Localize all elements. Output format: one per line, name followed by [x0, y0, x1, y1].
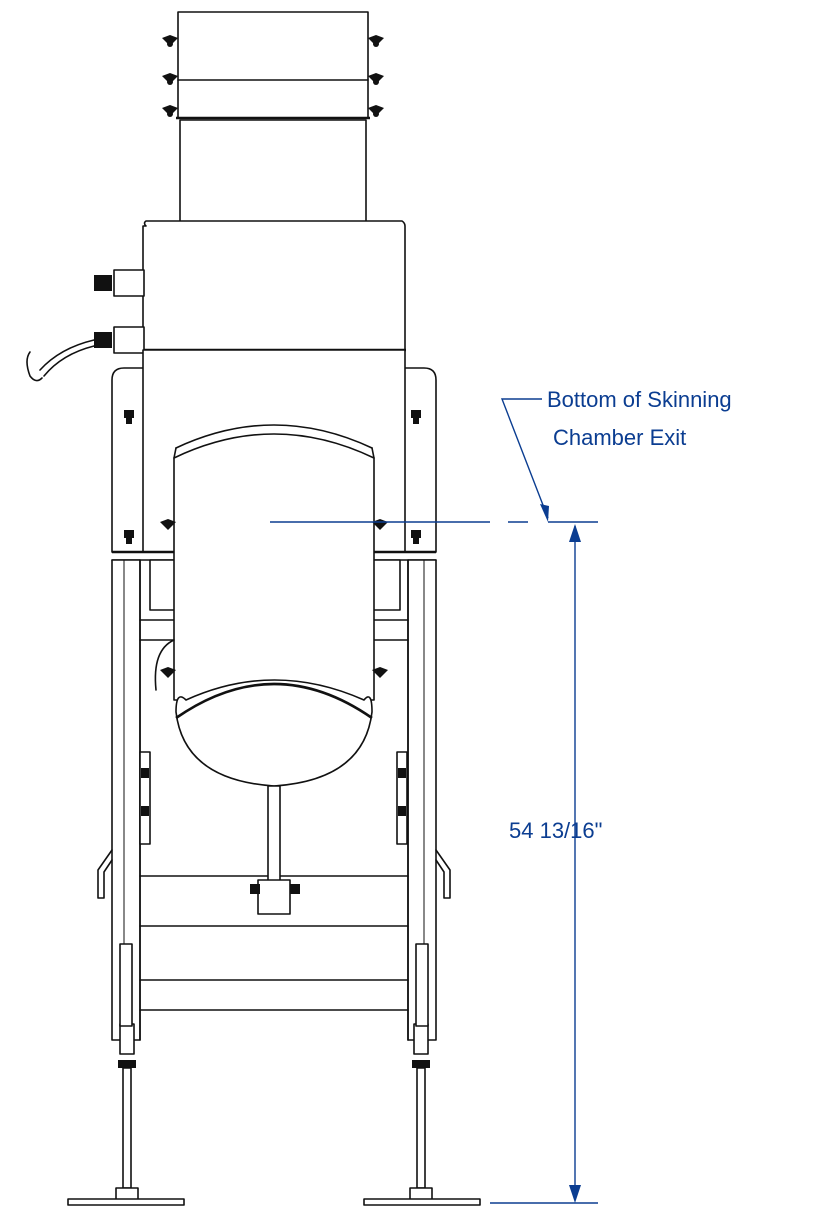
- callout-label-line1: Bottom of Skinning: [547, 387, 732, 412]
- dimension-value-label: 54 13/16": [509, 818, 603, 843]
- wing-nut-icon: [162, 35, 178, 117]
- callout-label-line2: Chamber Exit: [553, 425, 687, 450]
- housing-block: [142, 220, 406, 352]
- top-hopper: [162, 11, 384, 243]
- skinning-chamber: [149, 424, 401, 915]
- height-dimension-line: [490, 524, 598, 1204]
- hex-nut-icon: [250, 884, 300, 894]
- air-fitting-icon: [26, 269, 145, 382]
- leveling-foot-icon: [67, 943, 481, 1206]
- wing-nut-icon: [368, 35, 384, 117]
- callout-leader: [500, 398, 549, 522]
- bolt-icon: [124, 410, 421, 544]
